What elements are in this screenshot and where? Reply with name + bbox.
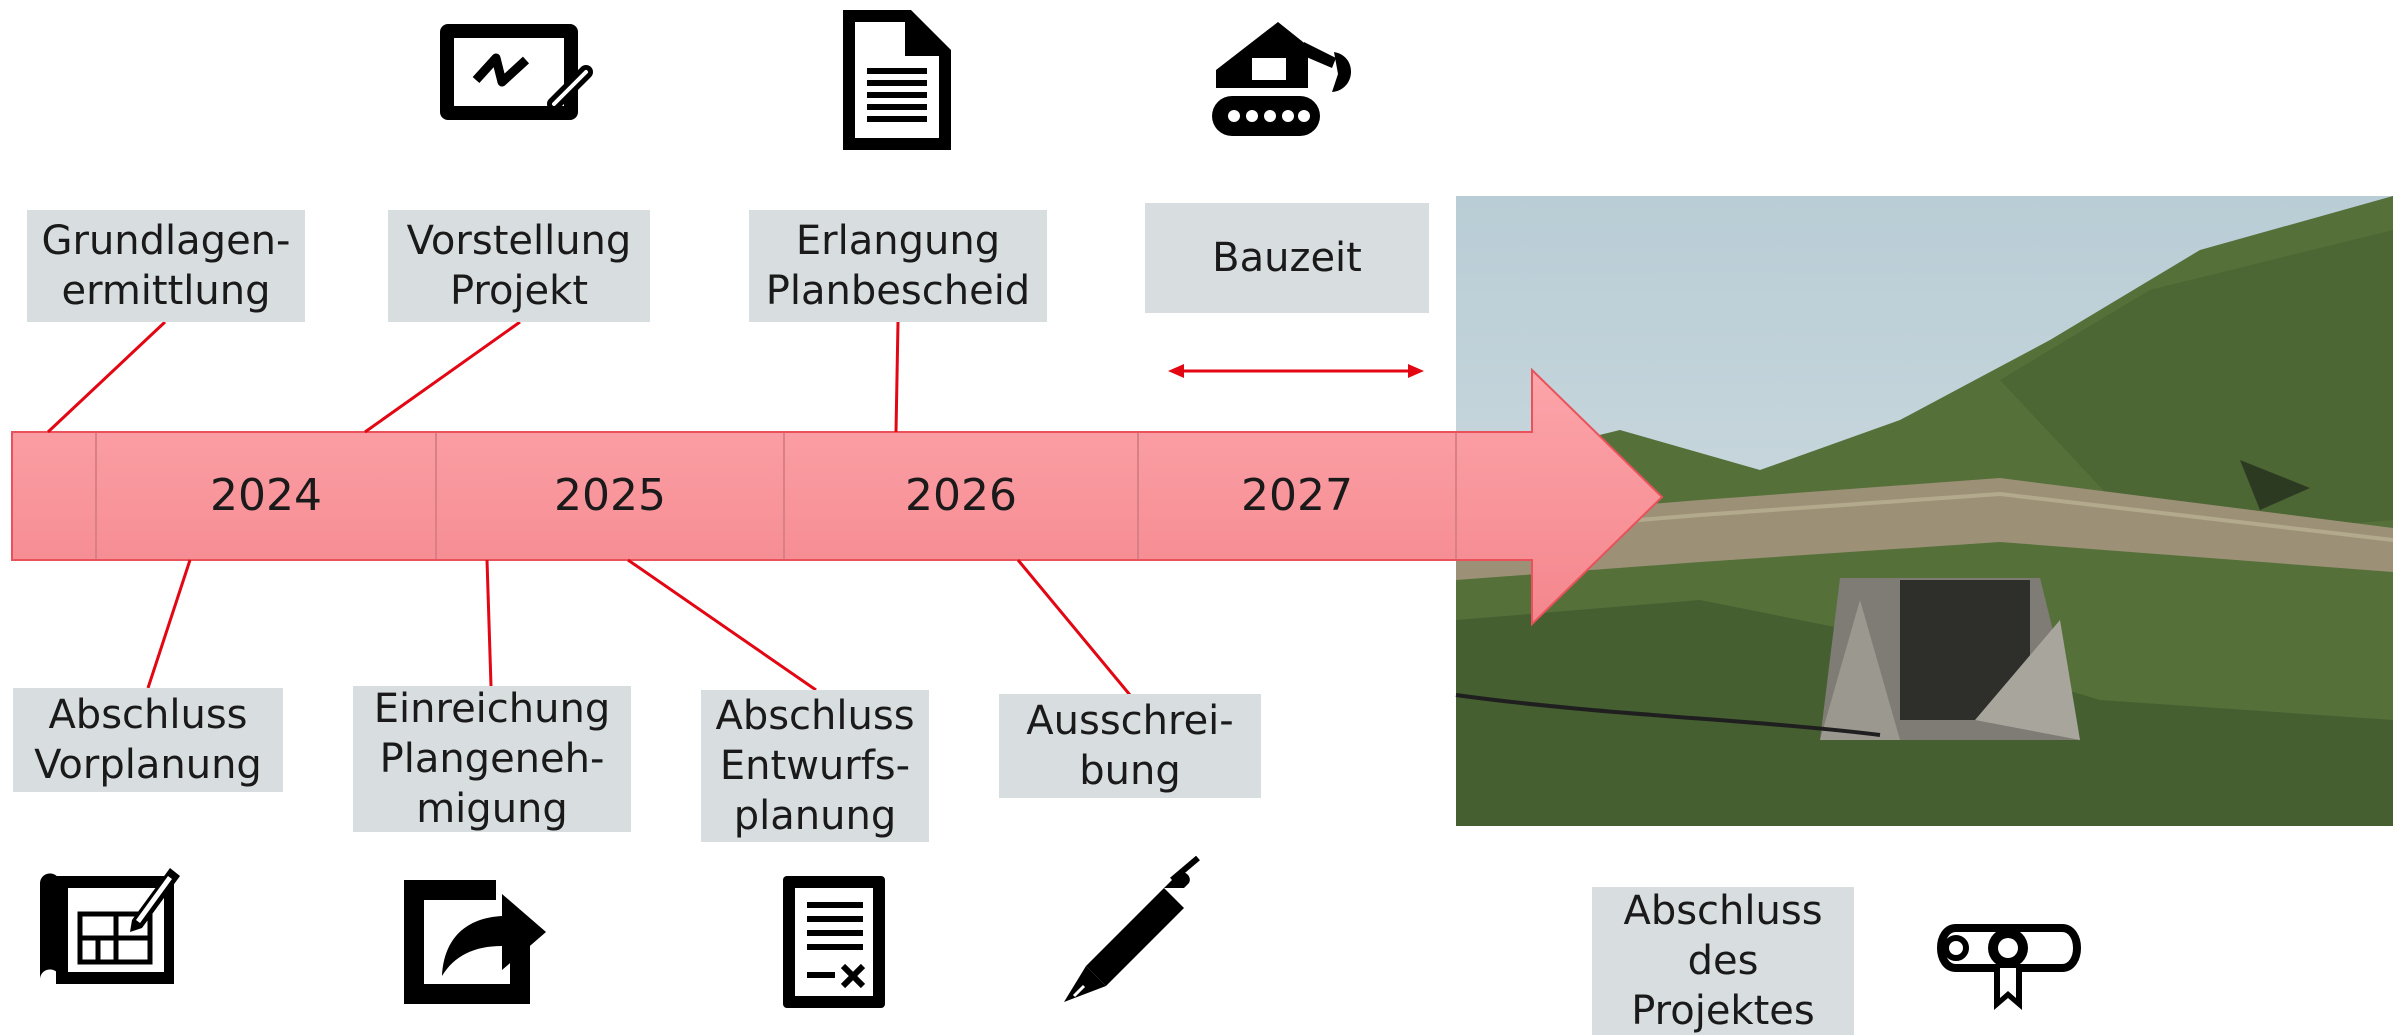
year-2027: 2027 — [1241, 470, 1353, 521]
milestone-ausschreibung: Ausschrei- bung — [999, 694, 1261, 798]
connector-lines — [46, 320, 1132, 696]
year-2025: 2025 — [554, 470, 666, 521]
blueprint-icon — [40, 868, 180, 984]
certificate-scroll-icon — [1937, 924, 2081, 1010]
milestone-abschluss-vorplanung: Abschluss Vorplanung — [13, 688, 283, 792]
year-2026: 2026 — [905, 470, 1017, 521]
culvert-rendering-image — [1455, 196, 2394, 826]
milestone-grundlagenermittlung: Grundlagen- ermittlung — [27, 210, 305, 322]
milestone-abschluss-des-projektes: Abschluss des Projektes — [1592, 887, 1854, 1035]
milestone-erlangung-planbescheid: Erlangung Planbescheid — [749, 210, 1047, 322]
milestone-abschluss-entwurfsplanung: Abschluss Entwurfs- planung — [701, 690, 929, 842]
milestone-vorstellung-projekt: Vorstellung Projekt — [388, 210, 650, 322]
year-2024: 2024 — [210, 470, 322, 521]
milestone-bauzeit: Bauzeit — [1145, 203, 1429, 313]
timeline-arrow — [11, 367, 1664, 627]
document-icon — [843, 10, 951, 150]
submit-share-icon — [404, 880, 546, 1004]
pen-icon — [1064, 856, 1200, 1002]
milestone-einreichung-plangenehmigung: Einreichung Plangeneh- migung — [353, 686, 631, 832]
excavator-icon — [1212, 22, 1352, 136]
bauzeit-double-arrow — [1168, 364, 1424, 378]
presentation-board-icon — [440, 24, 593, 120]
form-document-icon — [783, 876, 885, 1008]
